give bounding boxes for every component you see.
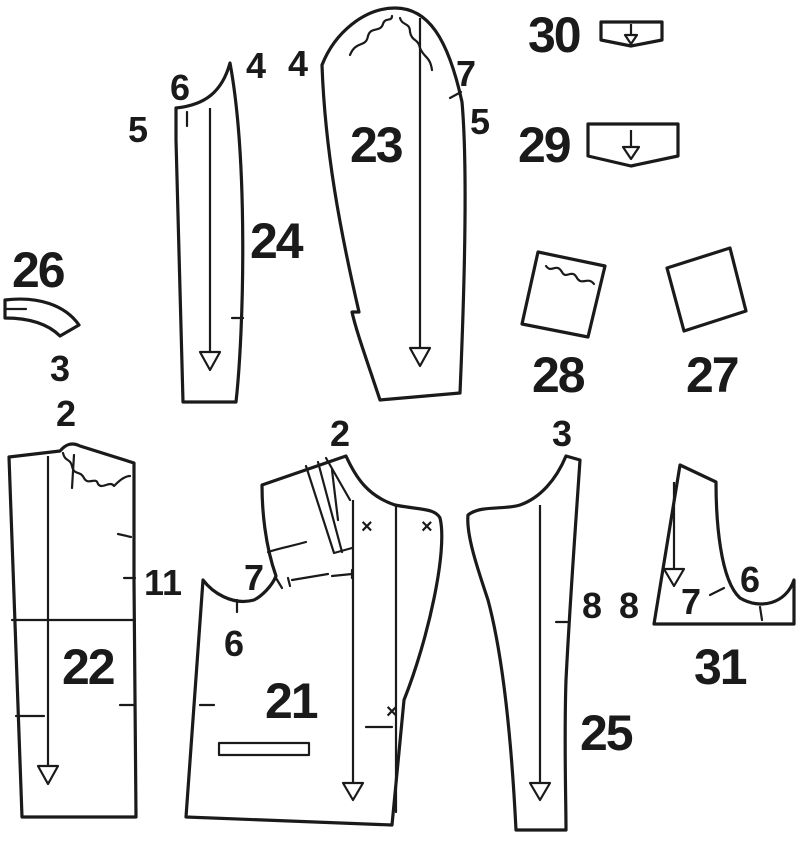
grain-arrow-icon — [623, 33, 639, 46]
notch-number: 3 — [50, 348, 70, 389]
piece-number: 23 — [350, 117, 402, 173]
notch-number: 5 — [128, 109, 148, 150]
piece-29-pocket-flap: 29 — [518, 117, 680, 173]
piece-number: 31 — [694, 639, 747, 695]
piece-24-under-sleeve: 5 6 4 24 — [128, 45, 306, 404]
piece-number: 29 — [518, 117, 570, 173]
notch-number: 6 — [170, 67, 190, 108]
piece-28-pocket: 28 — [520, 250, 607, 403]
cross-mark-icon: × — [361, 516, 373, 538]
piece-26-collar: 26 3 — [3, 242, 81, 389]
notch-number: 4 — [288, 43, 308, 84]
notch-number: 5 — [470, 101, 490, 142]
piece-22-back: 2 11 22 — [7, 393, 182, 819]
piece-number: 27 — [686, 347, 738, 403]
grain-arrow-icon — [408, 346, 432, 368]
piece-27-pocket: 27 — [665, 246, 748, 403]
piece-number: 25 — [580, 705, 633, 761]
cross-mark-icon: × — [386, 701, 398, 723]
piece-number: 30 — [528, 7, 580, 63]
notch-number: 2 — [330, 413, 350, 454]
notch-number: 4 — [246, 45, 266, 86]
piece-number: 26 — [12, 242, 64, 298]
notch-number: 7 — [456, 53, 476, 94]
piece-30-pocket-flap: 30 — [528, 7, 664, 63]
notch-number: 11 — [144, 562, 182, 603]
piece-number: 21 — [265, 673, 318, 729]
grain-arrow-icon — [341, 781, 365, 802]
notch-number: 8 — [619, 585, 639, 626]
piece-21-front: × × × 2 7 6 21 — [184, 413, 444, 827]
notch-number: 6 — [740, 559, 760, 600]
notch-number: 3 — [552, 413, 572, 454]
notch-number: 2 — [56, 393, 76, 434]
piece-number: 28 — [532, 347, 585, 403]
grain-arrow-icon — [662, 567, 686, 588]
grain-arrow-icon — [528, 781, 552, 802]
grain-arrow-icon — [36, 764, 60, 786]
grain-arrow-icon — [621, 145, 641, 161]
notch-number: 7 — [244, 557, 264, 598]
piece-25-side-panel: 3 8 25 — [466, 413, 635, 832]
piece-31-facing: 8 7 6 31 — [619, 463, 796, 695]
grain-arrow-icon — [198, 350, 222, 372]
cross-mark-icon: × — [421, 516, 433, 538]
notch-number: 7 — [681, 581, 701, 622]
welt-pocket-mark — [217, 741, 311, 757]
piece-number: 24 — [250, 213, 304, 269]
piece-number: 22 — [62, 639, 114, 695]
notch-number: 8 — [582, 585, 602, 626]
notch-number: 6 — [224, 623, 244, 664]
piece-23-top-sleeve: 4 7 5 23 — [288, 6, 490, 402]
